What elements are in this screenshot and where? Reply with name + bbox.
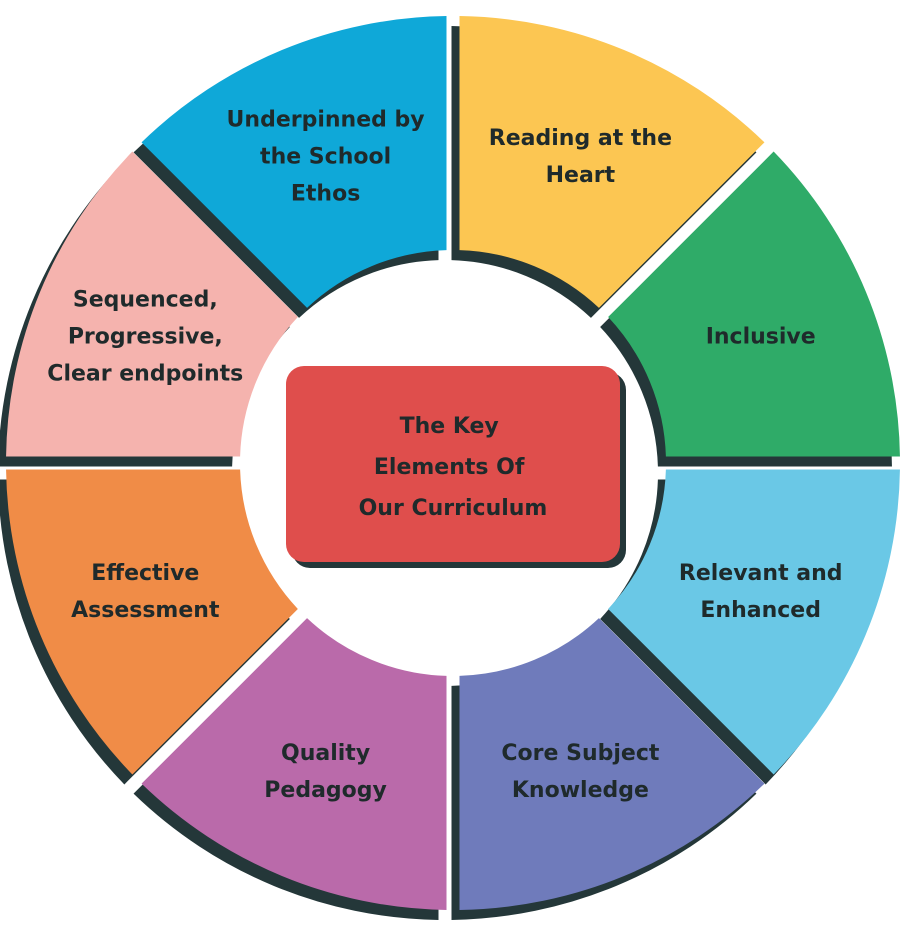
segment-label-sequenced-progressive: Sequenced, Progressive, Clear endpoints (47, 288, 243, 387)
segment-label-line: Reading at the (489, 126, 672, 151)
center-title: The Key Elements Of Our Curriculum (359, 414, 548, 521)
center-title-line-3: Our Curriculum (359, 496, 548, 521)
segment-label-line: Effective (91, 561, 199, 586)
center-box-fill (286, 366, 620, 562)
segment-fills (6, 16, 900, 910)
segment-label-line: Underpinned by (227, 107, 425, 132)
segment-label-line: the School (260, 144, 391, 169)
center-title-line-2: Elements Of (374, 455, 525, 480)
segment-label-line: Ethos (291, 181, 360, 206)
segment-label-line: Clear endpoints (47, 362, 243, 387)
segment-label-line: Enhanced (700, 598, 821, 623)
segment-label-line: Knowledge (512, 778, 649, 803)
segment-label-line: Relevant and (679, 561, 843, 586)
segment-label-line: Core Subject (501, 741, 659, 766)
segment-quality-pedagogy (141, 618, 447, 910)
segment-core-subject-knowledge (459, 618, 765, 910)
segment-label-line: Pedagogy (264, 778, 387, 803)
segment-label-line: Sequenced, (73, 288, 218, 313)
center-box: The Key Elements Of Our Curriculum (286, 366, 626, 568)
segment-sequenced-progressive (6, 151, 298, 457)
segment-reading-at-the-heart (459, 16, 765, 308)
segment-relevant-and-enhanced (608, 469, 900, 775)
segment-school-ethos (141, 16, 447, 308)
segment-label-inclusive: Inclusive (706, 325, 816, 350)
segment-label-line: Heart (546, 163, 616, 188)
center-title-line-1: The Key (400, 414, 499, 439)
segment-label-line: Progressive, (68, 325, 223, 350)
segment-label-line: Quality (281, 741, 370, 766)
segment-effective-assessment (6, 469, 298, 775)
segment-label-line: Inclusive (706, 325, 816, 350)
segment-inclusive (608, 151, 900, 457)
segment-label-line: Assessment (71, 598, 220, 623)
